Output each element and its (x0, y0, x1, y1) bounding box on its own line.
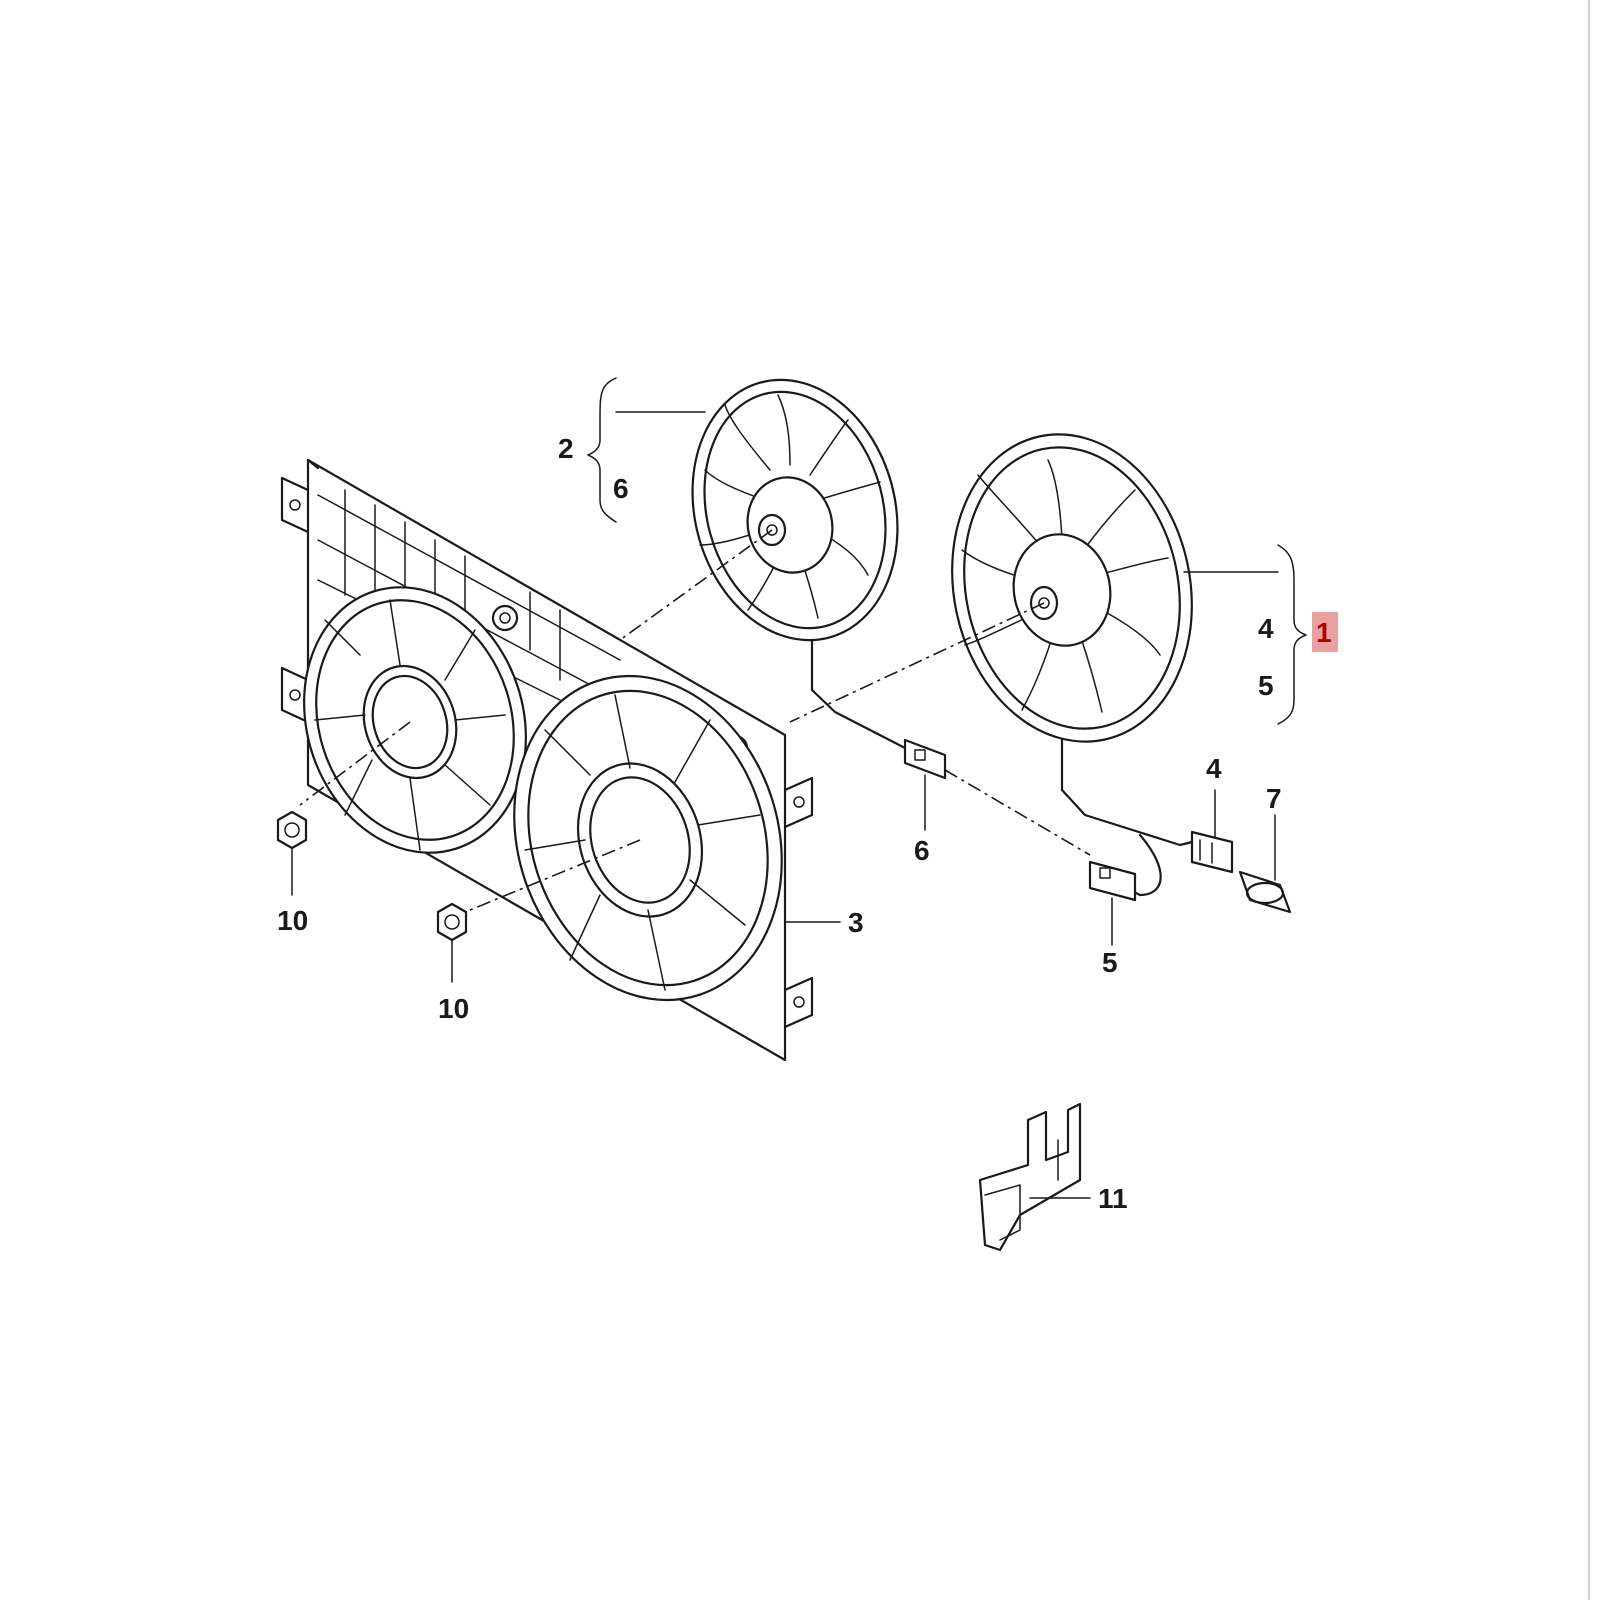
axis-lines (299, 529, 1091, 916)
nuts (276, 810, 468, 983)
clip (978, 1102, 1082, 1252)
callout-6-top: 6 (613, 473, 629, 504)
callout-10-right: 10 (438, 993, 469, 1024)
callout-4-connector: 4 (1206, 753, 1222, 784)
callout-1-highlight (1312, 612, 1338, 652)
fan-shroud (280, 458, 814, 1062)
callout-labels: 2 6 1 4 5 3 6 4 5 7 10 10 11 (277, 433, 1338, 1214)
callout-2: 2 (558, 433, 574, 464)
callout-6-connector: 6 (914, 835, 930, 866)
callout-5-connector: 5 (1102, 947, 1118, 978)
callout-10-left: 10 (277, 905, 308, 936)
right-edge-border (1588, 0, 1590, 1600)
callout-7: 7 (1266, 783, 1282, 814)
callout-11: 11 (1098, 1183, 1128, 1214)
large-fan (951, 433, 1292, 914)
small-fan (691, 378, 947, 780)
callout-1: 1 (1316, 617, 1332, 648)
callout-3: 3 (848, 907, 864, 938)
leader-lines (587, 377, 1307, 1199)
callout-5-bracket: 5 (1258, 670, 1274, 701)
callout-4-bracket: 4 (1258, 613, 1274, 644)
